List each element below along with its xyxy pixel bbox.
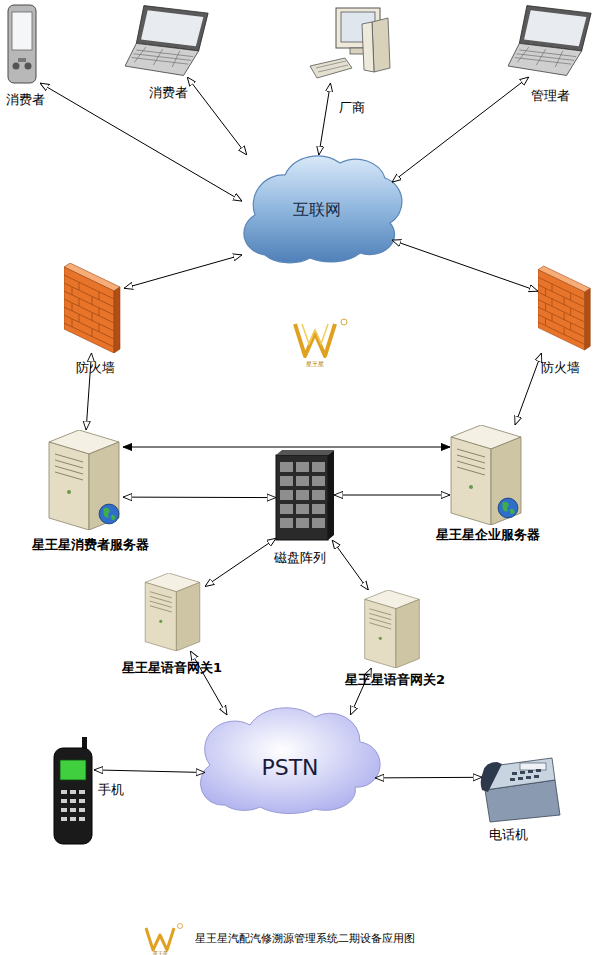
device-label: 磁盘阵列 [274,550,326,566]
link-arrow [40,83,242,201]
desk-phone-icon: 电话机 [482,758,560,822]
device-label: 电话机 [489,827,528,843]
firewall-icon: 防火墙 [538,263,594,353]
device-label: 防火墙 [541,360,580,376]
device-label: 星王星语音网关2 [345,672,445,688]
diagram-caption: 星王星汽配汽修溯源管理系统二期设备应用图 [195,932,415,946]
device-label: 管理者 [531,88,570,104]
node-text: PSTN [261,755,318,781]
device-label: 消费者 [6,92,45,108]
internet-cloud: 互联网 [242,155,392,265]
desktop-device: 厂商 [305,5,392,83]
laptop-device: 管理者 [508,5,593,77]
pda-device: 消费者 [5,5,40,85]
link-arrow [123,497,276,499]
device-label: 手机 [98,782,124,798]
gateway-icon: 星王星语音网关2 [358,590,426,668]
gateway-icon: 星王星语音网关1 [140,573,205,651]
node-text: 互联网 [293,200,341,220]
link-arrow [392,240,538,291]
server-icon: 星王星消费者服务器 [45,430,123,530]
link-arrow [332,540,368,590]
logo-text: 星王星 [153,950,168,955]
device-label: 星王星语音网关1 [122,660,222,676]
mobile-phone-icon: 手机 [52,737,94,845]
server-icon: 星王星企业服务器 [450,425,522,525]
laptop-device: 消费者 [125,5,210,77]
device-label: 厂商 [339,100,365,116]
device-label: 消费者 [149,85,188,101]
device-label: 防火墙 [76,360,115,376]
device-label: 星王星消费者服务器 [32,537,149,553]
link-arrow [319,83,331,155]
disk-array-icon: 磁盘阵列 [276,450,334,540]
firewall-icon: 防火墙 [64,263,124,353]
device-label: 星王星企业服务器 [436,527,540,543]
link-arrow [392,77,529,182]
link-arrow [187,77,247,155]
link-arrow [515,353,542,425]
logo-text: 星王星 [306,360,324,368]
pstn-cloud: PSTN [205,715,375,820]
link-arrow [205,538,276,586]
link-arrow [94,770,205,773]
link-arrow [124,255,242,288]
link-arrow [123,447,450,448]
link-arrow [334,495,450,496]
link-arrow [375,777,482,779]
